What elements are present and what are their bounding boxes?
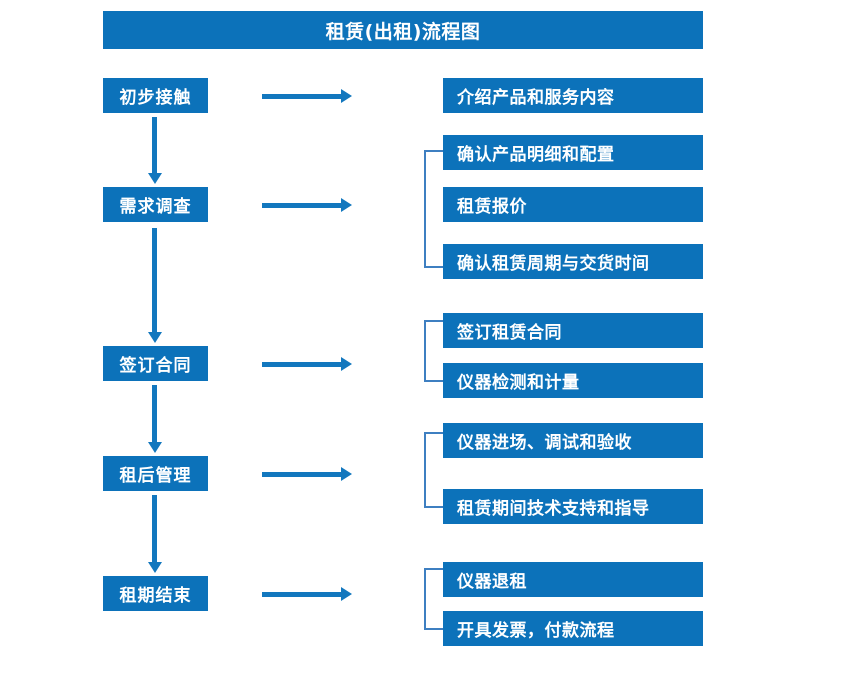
vertical-arrow-contract-to-management — [146, 385, 164, 454]
detail-box-instrument-inspection[interactable]: 仪器检测和计量 — [443, 363, 703, 398]
group-bracket-post-rental-management — [424, 432, 443, 508]
detail-box-confirm-product-details[interactable]: 确认产品明细和配置 — [443, 135, 703, 170]
detail-box-instrument-return[interactable]: 仪器退租 — [443, 562, 703, 597]
detail-box-instrument-entry-commissioning[interactable]: 仪器进场、调试和验收 — [443, 423, 703, 458]
detail-box-introduce-products[interactable]: 介绍产品和服务内容 — [443, 78, 703, 113]
stage-box-demand-survey[interactable]: 需求调查 — [103, 187, 208, 222]
group-bracket-rental-end — [424, 568, 443, 630]
detail-box-confirm-rental-period[interactable]: 确认租赁周期与交货时间 — [443, 244, 703, 279]
detail-box-technical-support[interactable]: 租赁期间技术支持和指导 — [443, 489, 703, 524]
vertical-arrow-management-to-end — [146, 495, 164, 574]
horizontal-arrow-rental-end — [262, 585, 352, 603]
group-bracket-sign-contract — [424, 320, 443, 382]
vertical-arrow-survey-to-contract — [146, 228, 164, 344]
detail-box-invoice-payment[interactable]: 开具发票，付款流程 — [443, 611, 703, 646]
group-bracket-demand-survey — [424, 150, 443, 268]
stage-box-rental-end[interactable]: 租期结束 — [103, 576, 208, 611]
diagram-title: 租赁(出租)流程图 — [103, 11, 703, 49]
horizontal-arrow-initial-contact — [262, 87, 352, 105]
stage-box-post-rental-management[interactable]: 租后管理 — [103, 456, 208, 491]
detail-box-rental-quotation[interactable]: 租赁报价 — [443, 187, 703, 222]
horizontal-arrow-post-rental-management — [262, 465, 352, 483]
horizontal-arrow-sign-contract — [262, 355, 352, 373]
detail-box-sign-rental-contract[interactable]: 签订租赁合同 — [443, 313, 703, 348]
horizontal-arrow-demand-survey — [262, 196, 352, 214]
stage-box-initial-contact[interactable]: 初步接触 — [103, 78, 208, 113]
vertical-arrow-contact-to-survey — [146, 117, 164, 185]
stage-box-sign-contract[interactable]: 签订合同 — [103, 346, 208, 381]
